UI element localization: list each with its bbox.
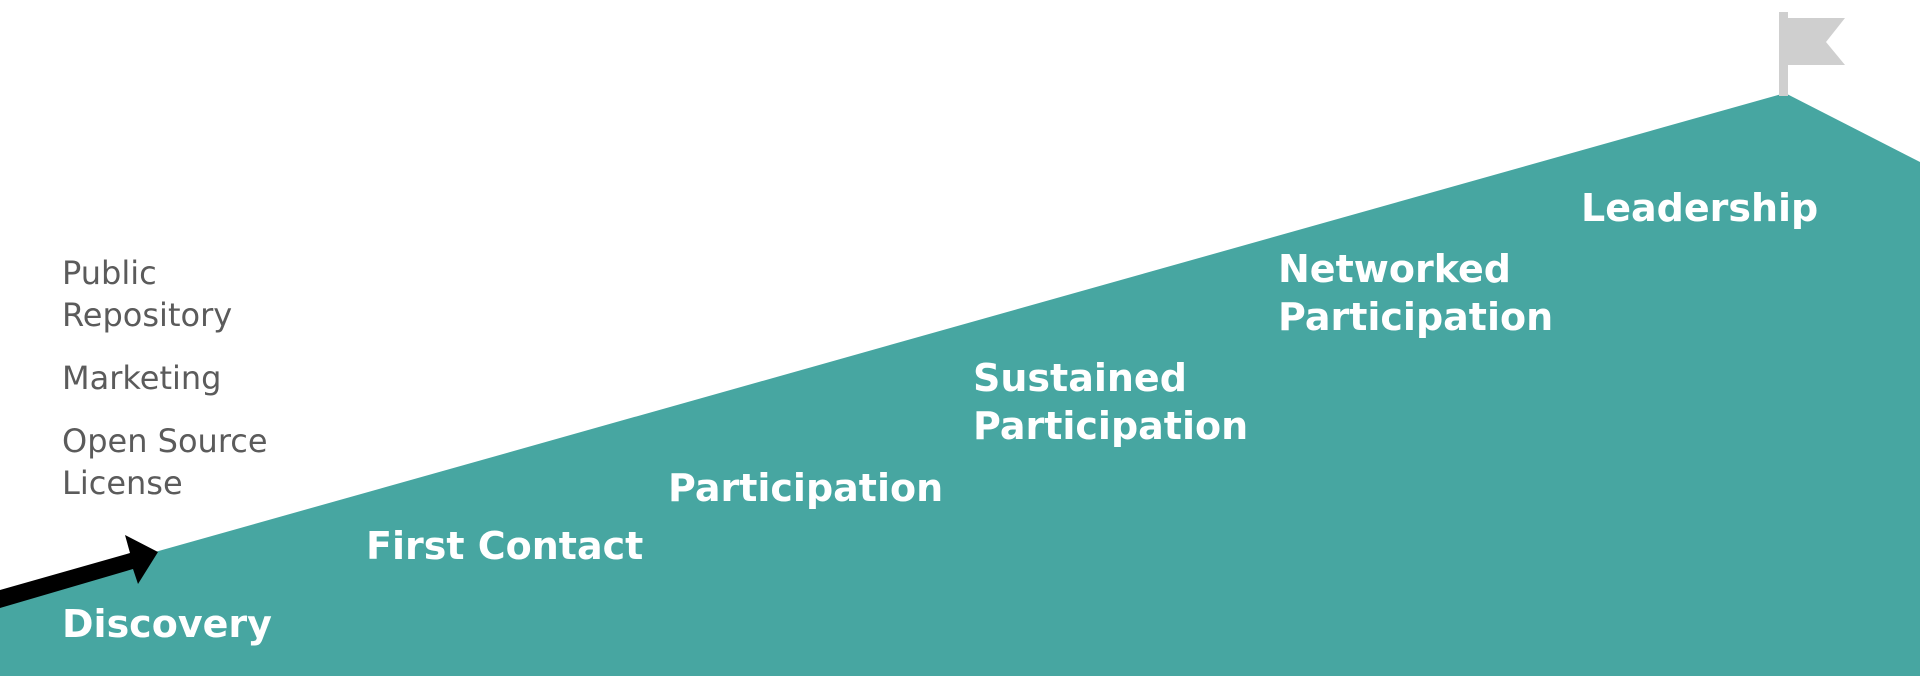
entry-point-public-repository: Public Repository: [62, 254, 233, 334]
stage-participation: Participation: [668, 466, 944, 510]
stage-networked-participation: Networked Participation: [1278, 247, 1554, 339]
stage-first-contact: First Contact: [366, 524, 644, 568]
flag-icon: [1779, 12, 1845, 96]
stage-discovery: Discovery: [62, 602, 272, 646]
entry-point-marketing: Marketing: [62, 359, 222, 397]
stage-leadership: Leadership: [1581, 186, 1819, 230]
mountain-slope: [0, 93, 1920, 676]
arrow-icon: [0, 535, 158, 608]
entry-point-open-source-license: Open Source License: [62, 422, 268, 502]
stage-sustained-participation: Sustained Participation: [973, 356, 1249, 448]
